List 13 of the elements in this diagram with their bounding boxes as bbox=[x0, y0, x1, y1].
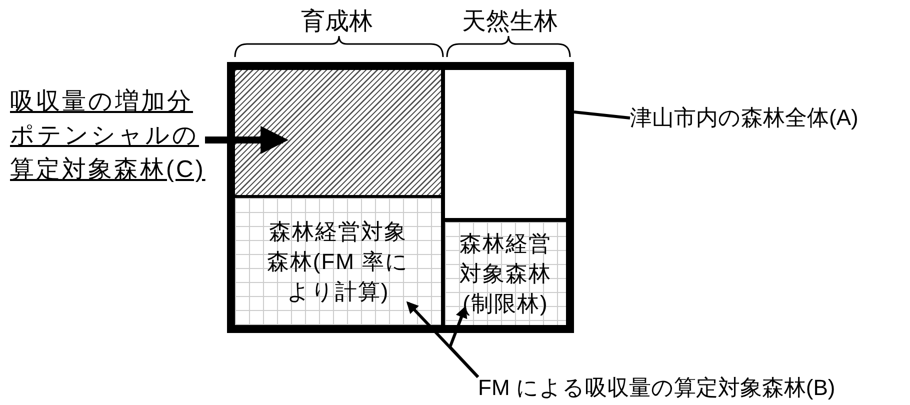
leader-line bbox=[574, 110, 630, 120]
arrow bbox=[448, 306, 480, 378]
callout-text: 津山市内の森林全体(A) bbox=[630, 104, 900, 132]
forest-area-box bbox=[227, 62, 574, 333]
group-label: 天然生林 bbox=[461, 8, 559, 36]
grid-area bbox=[235, 198, 445, 325]
grid-area bbox=[445, 222, 566, 325]
arrow bbox=[205, 126, 289, 154]
callout-text: FM による吸収量の算定対象森林(B) bbox=[478, 374, 908, 402]
group-label: 育成林 bbox=[300, 8, 374, 36]
region-label: 森林経営対象森林(FM 率により計算) bbox=[266, 218, 410, 306]
hatched-area bbox=[235, 70, 445, 198]
callout-text: 吸収量の増加分ポテンシャルの算定対象森林(C) bbox=[10, 85, 210, 187]
